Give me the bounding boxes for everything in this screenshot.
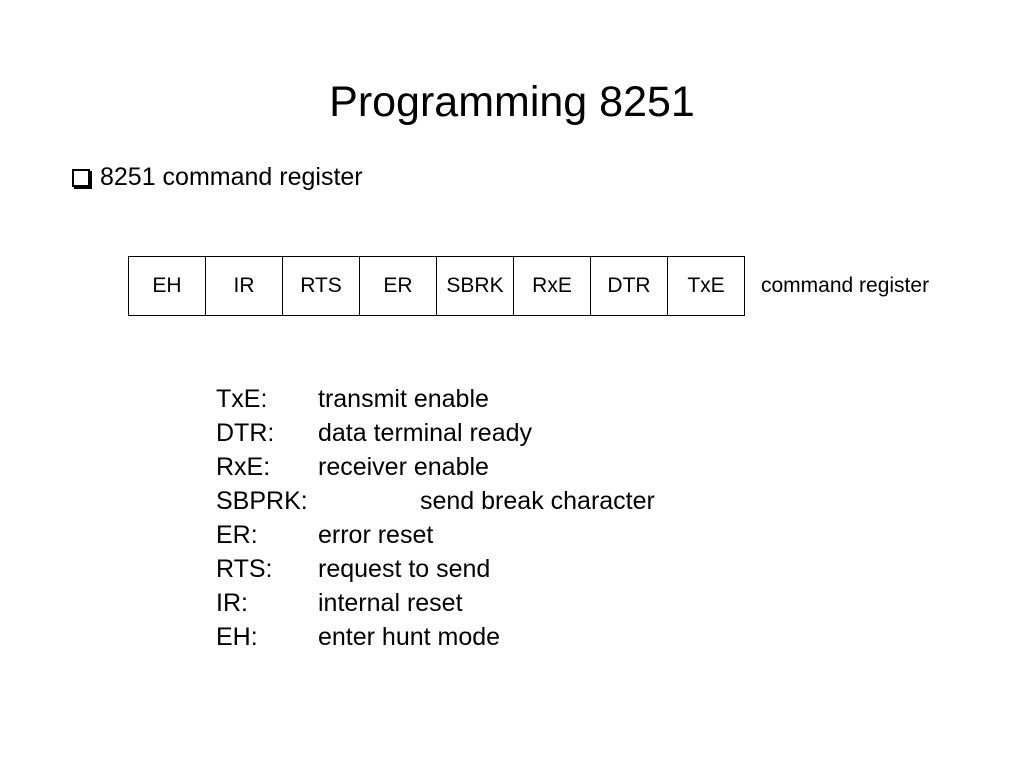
legend-row-dtr: DTR: data terminal ready xyxy=(216,416,655,450)
bullet-item: 8251 command register xyxy=(72,160,363,194)
legend-row-ir: IR: internal reset xyxy=(216,586,655,620)
legend-desc: enter hunt mode xyxy=(318,623,501,651)
bit-legend: TxE: transmit enable DTR: data terminal re… xyxy=(216,382,655,654)
legend-abbr: IR: xyxy=(216,589,248,617)
register-bit-ir: IR xyxy=(206,257,283,315)
register-bit-eh: EH xyxy=(129,257,206,315)
legend-desc: data terminal ready xyxy=(318,419,533,447)
register-bit-txe: TxE xyxy=(668,257,745,315)
legend-desc: error reset xyxy=(318,521,434,549)
register-bit-sbrk: SBRK xyxy=(437,257,514,315)
legend-desc: transmit enable xyxy=(318,385,489,413)
legend-row-sbprk: SBPRK: send break character xyxy=(216,484,655,518)
legend-desc: internal reset xyxy=(318,589,463,617)
command-register-table: EH IR RTS ER SBRK RxE DTR TxE xyxy=(128,256,745,316)
legend-abbr: SBPRK: xyxy=(216,487,308,515)
legend-row-rts: RTS: request to send xyxy=(216,552,655,586)
legend-abbr: TxE: xyxy=(216,385,268,413)
legend-abbr: EH: xyxy=(216,623,258,651)
legend-row-eh: EH: enter hunt mode xyxy=(216,620,655,654)
legend-desc: request to send xyxy=(318,555,491,583)
legend-abbr: RxE: xyxy=(216,453,271,481)
legend-row-txe: TxE: transmit enable xyxy=(216,382,655,416)
register-bit-rxe: RxE xyxy=(514,257,591,315)
bullet-text: 8251 command register xyxy=(100,162,363,191)
slide-title: Programming 8251 xyxy=(329,78,695,126)
legend-desc: send break character xyxy=(420,487,655,515)
legend-row-rxe: RxE: receiver enable xyxy=(216,450,655,484)
legend-row-er: ER: error reset xyxy=(216,518,655,552)
legend-abbr: DTR: xyxy=(216,419,275,447)
legend-desc: receiver enable xyxy=(318,453,489,481)
legend-abbr: ER: xyxy=(216,521,258,549)
legend-abbr: RTS: xyxy=(216,555,273,583)
register-bit-er: ER xyxy=(360,257,437,315)
register-bit-rts: RTS xyxy=(283,257,360,315)
register-bit-dtr: DTR xyxy=(591,257,668,315)
register-caption: command register xyxy=(761,274,930,297)
square-bullet-icon xyxy=(72,168,90,187)
